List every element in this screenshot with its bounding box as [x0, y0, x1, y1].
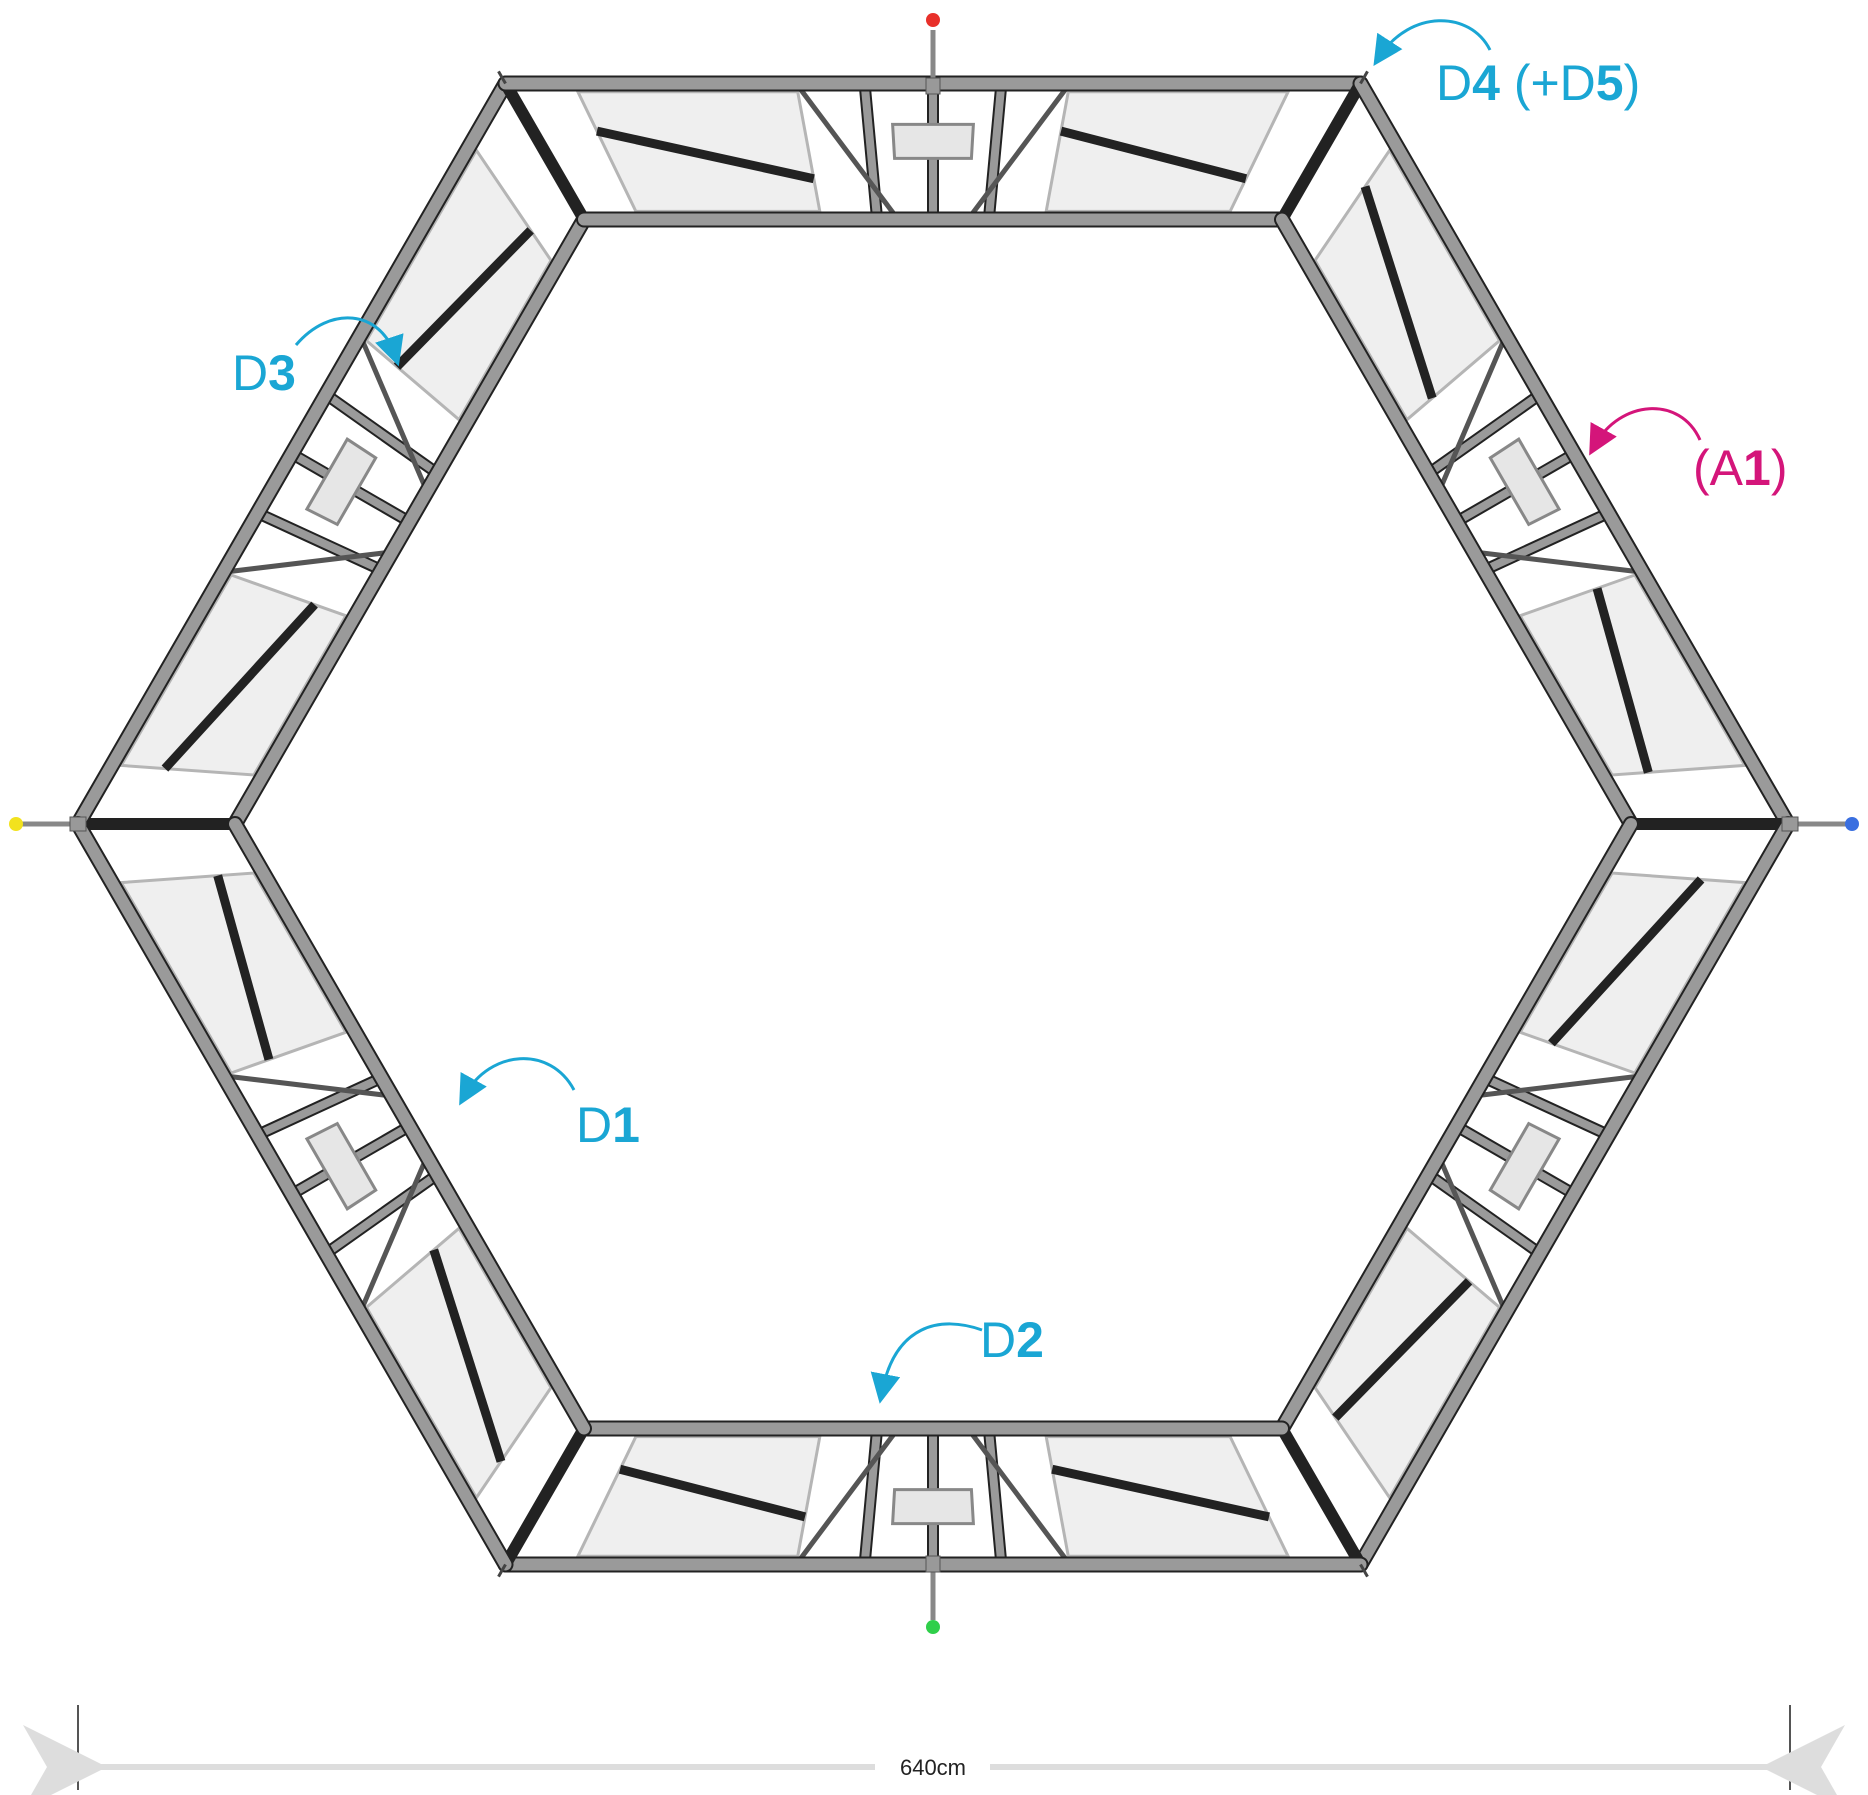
arrow-a1 [1589, 407, 1702, 456]
outer-chord-highlight [1354, 77, 1794, 830]
truss-panel [118, 871, 349, 1075]
panel-diagonal [393, 227, 534, 370]
label-d2: D2 [980, 1312, 1044, 1368]
connector-bottom [925, 1555, 941, 1634]
panel-diagonal [429, 1248, 506, 1463]
cross-brace [1473, 549, 1643, 575]
corner-brace [1276, 1425, 1366, 1568]
label-a1: (A1) [1693, 440, 1787, 496]
center-box [1488, 1121, 1562, 1211]
arrow-d1 [459, 1057, 576, 1106]
truss-vertical-highlight [984, 1424, 1006, 1569]
inner-chord-highlight [229, 213, 590, 830]
panel-diagonal [1592, 587, 1653, 774]
truss-panel [1313, 147, 1502, 422]
cross-brace [1473, 1073, 1643, 1099]
center-box [891, 122, 975, 160]
dimension-line: 640cm [22, 1705, 1845, 1795]
truss-panel [1517, 573, 1748, 777]
truss-panel [364, 1226, 553, 1501]
blue-led-icon [1845, 817, 1859, 831]
cross-brace [1436, 334, 1509, 493]
panel-diagonal [1360, 185, 1437, 400]
corner-brace [500, 80, 590, 223]
corner-tick [1359, 70, 1369, 85]
center-box [304, 1121, 378, 1211]
truss-panel [1517, 871, 1748, 1075]
truss-vertical-highlight [253, 509, 386, 575]
corner-brace [1276, 80, 1366, 223]
truss-panel [1044, 90, 1291, 213]
outer-chord-highlight [72, 77, 512, 830]
panel-diagonal [596, 126, 815, 184]
connector-top [925, 13, 941, 95]
truss-vertical-highlight [1480, 509, 1613, 575]
cross-brace [965, 1426, 1072, 1566]
cross-brace [357, 334, 430, 493]
label-d3: D3 [232, 345, 296, 401]
arrow-d4 [1373, 19, 1492, 67]
dimension-label: 640cm [900, 1755, 966, 1780]
green-led-icon [926, 1620, 940, 1634]
outer-chord-highlight [1354, 818, 1794, 1571]
cross-brace [357, 1155, 430, 1314]
truss-vertical-highlight [1424, 390, 1545, 478]
center-box [1488, 437, 1562, 527]
center-box [891, 1488, 975, 1526]
label-d4: D4 (+D5) [1436, 55, 1640, 111]
connector-right [1781, 816, 1859, 832]
outer-chord-highlight [72, 818, 512, 1571]
panel-diagonal [1059, 126, 1248, 184]
truss-vertical-highlight [860, 1424, 882, 1569]
label-d1: D1 [576, 1097, 640, 1153]
panel-diagonal [1548, 876, 1705, 1047]
panel-diagonal [161, 601, 318, 772]
cross-brace [223, 1073, 393, 1099]
yellow-led-icon [9, 817, 23, 831]
panel-diagonal [1332, 1278, 1473, 1421]
center-box [304, 437, 378, 527]
inner-chord-highlight [1276, 818, 1637, 1435]
arrow-d3 [294, 316, 404, 367]
corner-brace [500, 1425, 590, 1568]
truss-vertical-highlight [253, 1073, 386, 1139]
cross-brace [223, 549, 393, 575]
truss-panel [118, 573, 349, 777]
connector-left [9, 816, 87, 832]
cross-brace [794, 82, 901, 222]
cross-brace [794, 1426, 901, 1566]
truss-vertical-highlight [1424, 1170, 1545, 1258]
panel-diagonal [213, 874, 274, 1061]
cross-brace [965, 82, 1072, 222]
panel-diagonal [1051, 1464, 1270, 1522]
truss-panel [575, 1435, 822, 1558]
corner-tick [497, 70, 507, 85]
corner-tick [1359, 1563, 1369, 1578]
inner-chord-highlight [229, 818, 590, 1435]
truss-vertical-highlight [984, 79, 1006, 224]
truss-vertical-highlight [321, 390, 442, 478]
truss-vertical-highlight [1480, 1073, 1613, 1139]
hexagonal-truss [64, 70, 1802, 1578]
inner-chord-highlight [1276, 213, 1637, 830]
arrow-d2 [870, 1322, 983, 1404]
red-led-icon [926, 13, 940, 27]
corner-tick [497, 1563, 507, 1578]
truss-vertical-highlight [860, 79, 882, 224]
cross-brace [1436, 1155, 1509, 1314]
truss-vertical-highlight [321, 1170, 442, 1258]
panel-diagonal [618, 1464, 807, 1522]
